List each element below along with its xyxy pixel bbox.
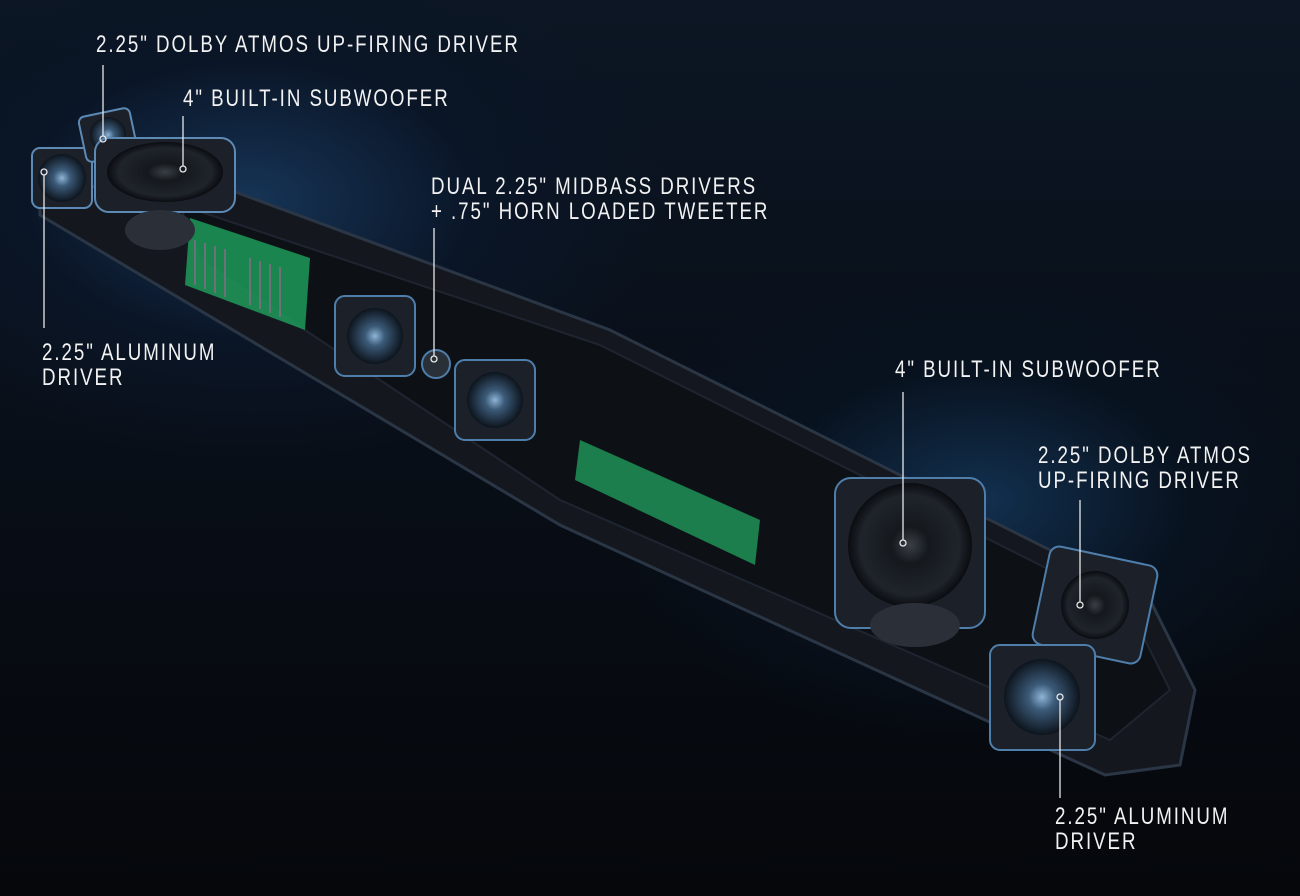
label-center-line1: DUAL 2.25" MIDBASS DRIVERS — [431, 173, 758, 200]
heatsink — [194, 240, 281, 317]
amplifier-board — [185, 218, 310, 330]
label-right-aluminum-line1: 2.25" ALUMINUM — [1055, 803, 1230, 830]
label-right-subwoofer: 4" BUILT-IN SUBWOOFER — [895, 356, 1162, 383]
label-left-aluminum-line2: DRIVER — [42, 364, 125, 391]
label-left-subwoofer: 4" BUILT-IN SUBWOOFER — [183, 85, 450, 112]
label-right-atmos-line2: UP-FIRING DRIVER — [1038, 467, 1241, 494]
label-left-aluminum-line1: 2.25" ALUMINUM — [42, 339, 217, 366]
label-right-atmos-line1: 2.25" DOLBY ATMOS — [1038, 442, 1252, 469]
horn-tweeter — [421, 349, 451, 379]
dsp-board — [575, 440, 760, 565]
leader-lines — [40, 65, 1084, 798]
label-left-atmos-driver: 2.25" DOLBY ATMOS UP-FIRING DRIVER — [96, 31, 520, 58]
label-center-line2: + .75" HORN LOADED TWEETER — [431, 198, 770, 225]
label-right-aluminum-line2: DRIVER — [1055, 828, 1138, 855]
